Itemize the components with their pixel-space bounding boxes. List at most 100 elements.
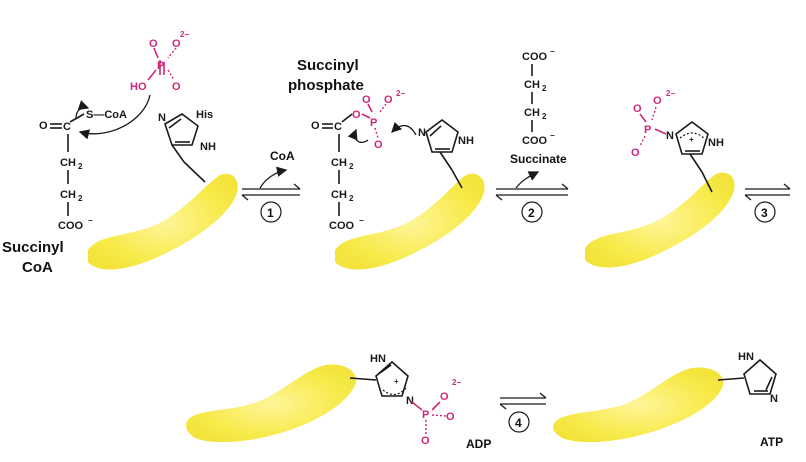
enzyme-blob-2 [335,173,485,270]
sp-o-bottom: O [374,139,383,151]
succinyl-phosphate-molecule: O C O P O O 2− O CH 2 CH 2 COO − [311,89,405,232]
histidine-4: HN + N [349,353,414,407]
equilibrium-step-4: 4 [499,392,547,433]
carboxylate-charge: − [88,216,93,225]
sp-carbonyl-c: C [334,121,342,133]
succ-ch2-1: CH [524,79,540,91]
succ-ch2-2: CH [524,107,540,119]
enzyme-blob-1 [88,173,238,270]
his-nh-1: NH [200,141,216,153]
phospho-group-4: P O 2− O O [411,378,461,447]
equilibrium-step-2: 2 [495,171,569,223]
ch2-2: CH [60,189,76,201]
sp-ch2-1-sub: 2 [349,162,354,171]
ch2-1: CH [60,157,76,169]
enzyme-blob-3 [585,172,735,268]
s-coa-label: S—CoA [86,109,127,121]
ph4-o-1: O [440,391,449,403]
coa-label: CoA [270,149,295,163]
ph3-p: P [644,124,651,136]
his2-nh: NH [458,135,474,147]
his4-n: N [406,395,414,407]
ch2-1-sub: 2 [78,162,83,171]
succ-coo-bottom: COO [522,135,548,147]
attack-arrow-1 [78,94,151,140]
histidine-2: N NH [418,119,474,189]
sp-o-top-2: O [384,94,393,106]
succinate-release-arrow [515,171,540,189]
carbonyl-o: O [39,120,48,132]
ph4-charge: 2− [452,378,461,387]
adp-label: ADP [466,437,491,451]
equilibrium-step-3: 3 [744,183,791,223]
inorganic-phosphate: O O 2− P HO O [130,30,189,93]
panel-succinyl-phosphate: Succinyl phosphate O C O P O O 2− O CH 2… [288,57,485,270]
succinyl-coa-molecule: O C S—CoA CH 2 CH 2 COO − [39,109,127,232]
ph4-p: P [422,409,429,421]
sp-ch2-1: CH [331,157,347,169]
carboxylate: COO [58,220,84,232]
leaving-arrow-1 [75,100,90,119]
succinate-label: Succinate [510,152,567,166]
atp-label: ATP [760,435,783,449]
his3-plus: + [689,135,694,144]
succinyl-coa-line1: Succinyl [2,239,64,256]
phospho-group-3: O O 2− P O [631,89,675,159]
phosphate-o-3: O [172,81,181,93]
his4-plus: + [394,377,399,386]
enzyme-blob-4 [186,364,356,443]
his-attack-arrow [391,121,417,136]
succ-ch2-2-sub: 2 [542,112,547,121]
histidine-3: N + NH [666,121,724,193]
ph3-o-3: O [631,147,640,159]
succ-coo-bottom-charge: − [550,131,555,140]
his-n-1: N [158,112,166,124]
sp-carboxylate: COO [329,220,355,232]
his3-nh: NH [708,137,724,149]
phosphate-o-1: O [149,38,158,50]
his4-hn: HN [370,353,386,365]
sp-charge: 2− [396,89,405,98]
succinate-molecule: COO − CH 2 CH 2 COO − Succinate [510,47,567,166]
his5-hn: HN [738,351,754,363]
ch2-2-sub: 2 [78,194,83,203]
ph4-o-2: O [446,411,455,423]
panel-succinyl-coa: O O 2− P HO O O C S—CoA CH 2 CH 2 [2,30,238,276]
phosphate-charge: 2− [180,30,189,39]
his5-n: N [770,393,778,405]
sp-curl-arrow [347,128,369,144]
ph3-o-2: O [653,95,662,107]
succinyl-phosphate-line1: Succinyl [297,57,359,74]
step-4-number: 4 [515,416,522,430]
succinyl-phosphate-label: Succinyl phosphate [288,57,364,94]
coa-release-arrow [259,166,288,189]
panel-free-his-atp: HN N ATP [553,351,783,449]
phosphate-o-2: O [172,38,181,50]
panel-phosphohistidine: O O 2− P O N + NH [585,89,735,268]
ph3-o-1: O [633,103,642,115]
sp-ch2-2-sub: 2 [349,194,354,203]
phosphate-p: P [157,60,164,72]
equilibrium-step-1: CoA 1 [241,149,301,223]
his3-n: N [666,130,674,142]
sp-carboxylate-charge: − [359,216,364,225]
succ-coo-top: COO [522,51,548,63]
step-2-number: 2 [528,206,535,220]
succinyl-coa-line2: CoA [22,259,53,276]
sp-carbonyl-o: O [311,120,320,132]
ph4-o-3: O [421,435,430,447]
succinyl-coa-label: Succinyl CoA [2,239,64,276]
histidine-5: HN N [717,351,778,405]
enzyme-blob-5 [553,367,724,443]
his-label: His [196,109,213,121]
panel-phospho-his-adp: HN + N P O 2− O O ADP [186,353,491,451]
succ-ch2-1-sub: 2 [542,84,547,93]
sp-ch2-2: CH [331,189,347,201]
his2-n: N [418,127,426,139]
sp-o-top-1: O [362,94,371,106]
sp-bridge-o: O [352,109,361,121]
carbonyl-c: C [63,121,71,133]
ph3-charge: 2− [666,89,675,98]
phosphate-ho: HO [130,81,147,93]
